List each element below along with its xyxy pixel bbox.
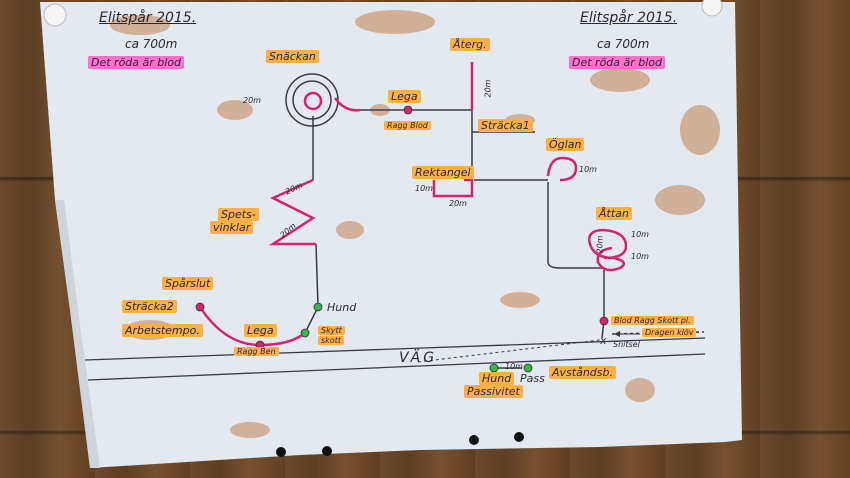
title-right: Elitspår 2015. — [580, 10, 678, 26]
label-ragg-blod: Ragg Blod — [384, 121, 431, 130]
blood-note-right: Det röda är blod — [569, 56, 666, 69]
dist-20-attan: 20m — [595, 235, 605, 254]
title-left: Elitspår 2015. — [99, 10, 197, 26]
label-passivitet: Passivitet — [464, 385, 523, 398]
distance-right: ca 700m — [597, 37, 650, 51]
label-hund-top: Hund — [327, 301, 357, 314]
paper-shadow — [55, 200, 100, 468]
punched-holes — [276, 432, 524, 457]
blod-marker — [599, 316, 609, 326]
skytt-marker — [300, 328, 310, 338]
label-arbetstempo: Arbetstempo. — [122, 324, 203, 337]
dist-10-oglan: 10m — [579, 165, 597, 174]
label-spets-1: Spets- — [218, 208, 259, 221]
label-oglan: Öglan — [546, 138, 585, 151]
sparslut-marker — [195, 302, 205, 312]
dragen-arrow-head — [614, 331, 620, 337]
dist-10-attan-b: 10m — [631, 252, 649, 261]
paper-sheet — [40, 2, 742, 468]
label-lega-bottom: Lega — [244, 324, 277, 337]
hund-bottom-marker — [489, 363, 499, 373]
road-line-bottom — [87, 353, 706, 381]
label-snitsel: Snitsel — [613, 340, 640, 349]
pass-marker — [523, 363, 533, 373]
lega-top-marker — [403, 105, 413, 115]
distance-left: ca 700m — [125, 37, 178, 51]
dist-10-rekt: 10m — [415, 184, 433, 193]
hund-marker — [313, 302, 323, 312]
label-stracka2: Sträcka2 — [122, 300, 177, 313]
label-snackan: Snäckan — [266, 50, 319, 63]
label-attan: Åttan — [596, 207, 632, 220]
label-lega-top: Lega — [388, 90, 421, 103]
label-aterg: Återg. — [450, 38, 490, 51]
label-blod-ragg-skott: Blod Ragg Skott pl. — [611, 316, 694, 325]
rust-stains — [110, 10, 720, 438]
label-spets-2: vinklar — [210, 221, 254, 234]
snitsel-cross: x — [599, 334, 607, 347]
label-pass: Pass — [520, 372, 545, 385]
pin-right — [701, 0, 723, 17]
label-stracka1: Sträcka1 — [478, 119, 533, 132]
road-line-top — [84, 337, 706, 361]
dist-10-attan-a: 10m — [631, 230, 649, 239]
label-hund-bottom: Hund — [479, 372, 515, 385]
label-ragg-ben: Ragg Ben — [234, 347, 279, 356]
label-avstandsb: Avståndsb. — [549, 366, 616, 379]
snitsel-dashed — [417, 339, 601, 363]
dist-20-aterg: 20m — [483, 79, 493, 98]
label-dragen-klov: Dragen klöv — [642, 328, 697, 337]
label-sparslut: Spårslut — [162, 277, 214, 290]
label-vag: VÄG — [399, 350, 438, 366]
dist-10-pass: 10m — [505, 362, 523, 371]
label-skott: skott — [318, 336, 344, 345]
dist-20-snackan: 20m — [243, 96, 261, 105]
dist-20-rekt: 20m — [449, 199, 467, 208]
pin-left — [43, 3, 67, 27]
label-rektangel: Rektangel — [412, 166, 474, 179]
label-skytt: Skytt — [318, 326, 345, 335]
blood-note-left: Det röda är blod — [88, 56, 185, 69]
